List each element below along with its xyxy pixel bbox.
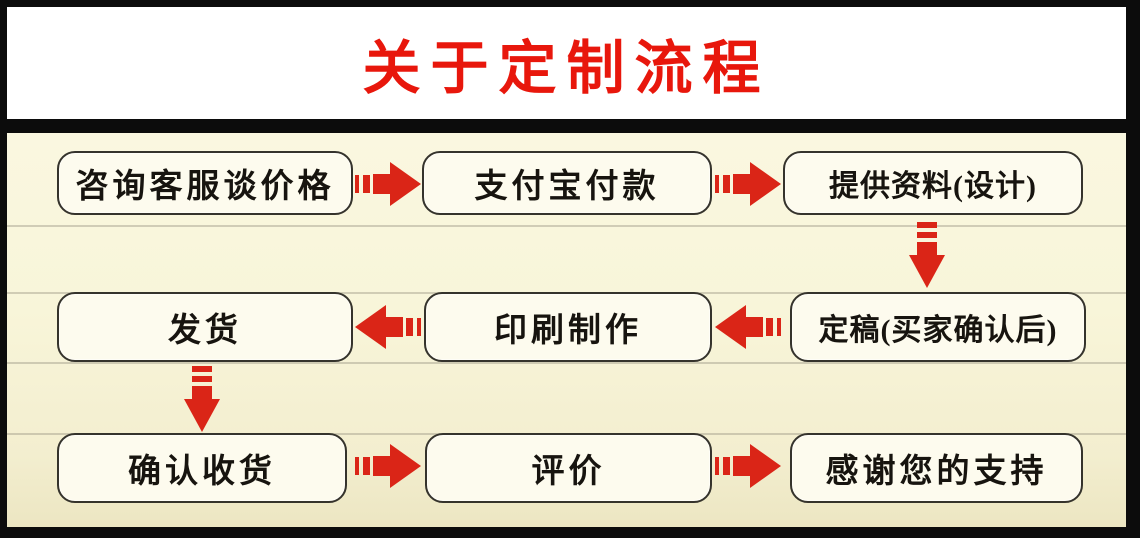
flow-step-review: 评价 xyxy=(425,433,712,503)
flowchart-panel: 咨询客服谈价格 支付宝付款 提供资料(设计) 定稿(买家确认后) 印刷制作 发货… xyxy=(7,133,1126,527)
flow-step-label: 发货 xyxy=(168,313,242,349)
flow-step-consult-price: 咨询客服谈价格 xyxy=(57,151,353,215)
flow-step-label: 咨询客服谈价格 xyxy=(75,169,335,205)
arrow-right-icon xyxy=(355,443,421,489)
flow-step-label: 印刷制作 xyxy=(494,313,642,349)
arrow-right-icon xyxy=(355,161,421,207)
flow-step-finalize-draft: 定稿(买家确认后) xyxy=(790,292,1086,362)
page-title: 关于定制流程 xyxy=(362,36,771,101)
band-seam-line xyxy=(7,362,1126,364)
flow-step-label: 支付宝付款 xyxy=(474,169,660,205)
arrow-down-icon xyxy=(909,222,945,288)
arrow-down-icon xyxy=(184,364,220,434)
arrow-right-icon xyxy=(715,443,781,489)
flow-step-alipay-payment: 支付宝付款 xyxy=(422,151,712,215)
flow-step-label: 定稿(买家确认后) xyxy=(818,314,1058,347)
arrow-right-icon xyxy=(715,161,781,207)
flow-step-printing: 印刷制作 xyxy=(424,292,712,362)
flow-step-ship: 发货 xyxy=(57,292,353,362)
flow-step-label: 感谢您的支持 xyxy=(825,454,1048,490)
arrow-left-icon xyxy=(355,304,421,350)
flow-step-label: 提供资料(设计) xyxy=(829,170,1037,203)
band-seam-line xyxy=(7,225,1126,227)
flow-step-label: 评价 xyxy=(531,454,606,490)
flow-step-confirm-receipt: 确认收货 xyxy=(57,433,347,503)
flow-step-provide-materials: 提供资料(设计) xyxy=(783,151,1083,215)
title-panel: 关于定制流程 xyxy=(7,7,1126,119)
flow-step-thanks: 感谢您的支持 xyxy=(790,433,1083,503)
arrow-left-icon xyxy=(715,304,781,350)
flow-step-label: 确认收货 xyxy=(128,454,276,490)
